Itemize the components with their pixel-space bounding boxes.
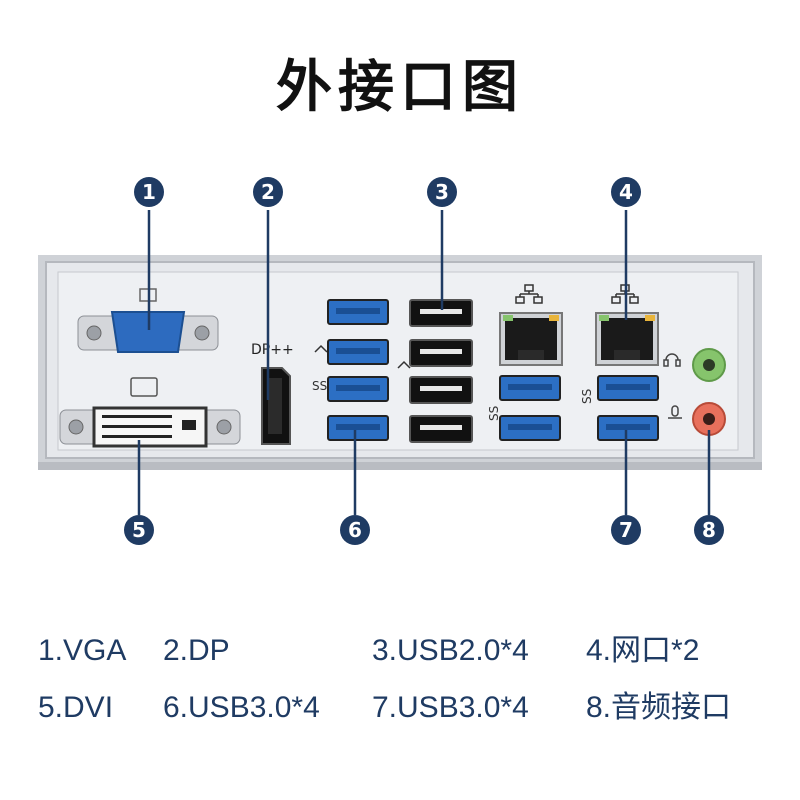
callout-8: 8 [694, 515, 724, 545]
ss-usb-icon: SS [312, 379, 327, 393]
leader-lines [137, 210, 711, 515]
usb2-stack [397, 299, 473, 443]
callout-5: 5 [124, 515, 154, 545]
legend-item-dp: 2.DP [163, 634, 230, 667]
dvi-port [59, 377, 241, 448]
legend-item-usb2: 3.USB2.0*4 [372, 634, 529, 667]
callout-4: 4 [611, 177, 641, 207]
legend-item-audio: 8.音频接口 [586, 691, 732, 724]
callout-3: 3 [427, 177, 457, 207]
lan-port-a [499, 284, 563, 366]
page-title: 外接口图 [276, 55, 524, 120]
callout-6: 6 [340, 515, 370, 545]
callout-7: 7 [611, 515, 641, 545]
callout-1: 1 [134, 177, 164, 207]
ss-usb-icon: SS [487, 406, 501, 421]
network-icon [515, 284, 543, 304]
legend-item-vga: 1.VGA [38, 634, 127, 667]
legend-item-dvi: 5.DVI [38, 691, 114, 724]
dvi-icon [130, 377, 158, 397]
usb3-stack-left: SS [312, 299, 389, 441]
usb3-stack-mid: SS [487, 375, 561, 441]
usb3-stack-right: SS [580, 375, 659, 441]
callout-2: 2 [253, 177, 283, 207]
usb-icon [397, 360, 411, 369]
ss-usb-icon: SS [580, 389, 594, 404]
vga-port [77, 288, 219, 353]
usb-icon [314, 344, 328, 353]
headphone-icon [663, 353, 681, 367]
dp-label: DP++ [251, 342, 294, 358]
legend-item-usb3-right: 7.USB3.0*4 [372, 691, 529, 724]
microphone-icon [668, 405, 682, 419]
legend-item-lan: 4.网口*2 [586, 634, 700, 667]
lan-port-b [595, 284, 659, 366]
legend-item-usb3-left: 6.USB3.0*4 [163, 691, 320, 724]
